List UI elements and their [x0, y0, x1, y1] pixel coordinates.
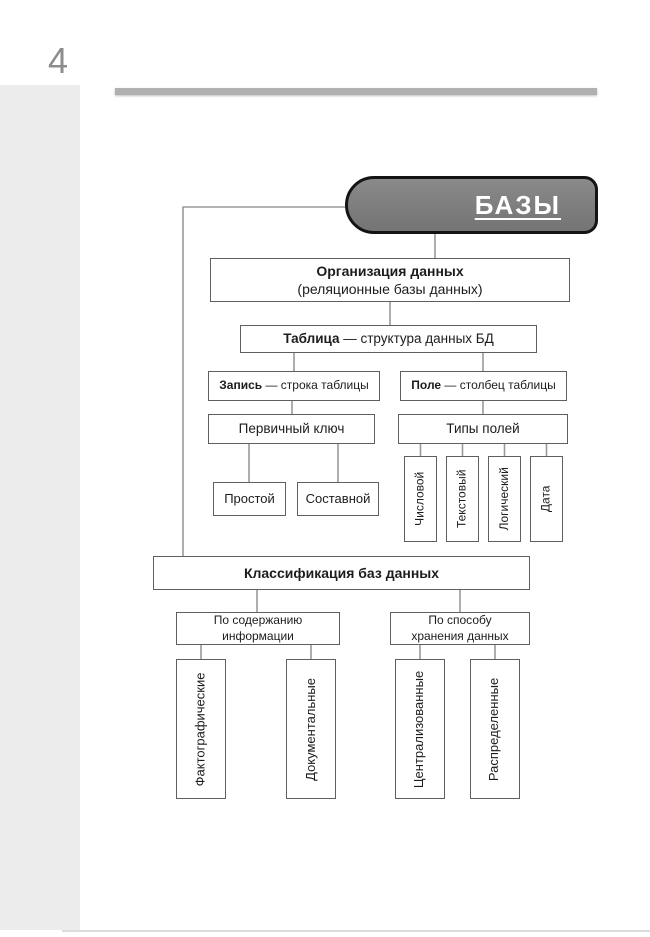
record-box: Запись — строка таблицы — [208, 371, 380, 401]
left-margin-band — [0, 85, 80, 930]
page-number: 4 — [48, 40, 69, 81]
key-type-simple-label: Простой — [224, 490, 275, 506]
field-types-label: Типы полей — [446, 421, 520, 437]
table-term: Таблица — [283, 331, 340, 347]
key-type-composite-box: Составной — [297, 482, 379, 516]
table-box: Таблица — структура данных БД — [240, 325, 537, 353]
organization-line2: (реляционные базы данных) — [297, 281, 483, 297]
record-term: Запись — [219, 378, 263, 393]
record-desc: — строка таблицы — [262, 378, 369, 393]
primary-key-label: Первичный ключ — [238, 421, 345, 437]
content-kind-factographic-box: Фактографические — [176, 659, 226, 799]
top-divider — [115, 88, 597, 95]
by-content-line2: информации — [222, 628, 294, 643]
key-type-simple-box: Простой — [213, 482, 286, 516]
content-kind-documentary-label: Документальные — [302, 677, 318, 781]
by-storage-line1: По способу — [428, 612, 492, 627]
field-type-numeric-box: Числовой — [404, 456, 437, 542]
by-storage-box: По способу хранения данных — [390, 612, 530, 645]
field-types-box: Типы полей — [398, 414, 568, 444]
field-label: Поле — столбец таблицы — [411, 378, 555, 394]
field-type-date-box: Дата — [530, 456, 563, 542]
content-kind-documentary-box: Документальные — [286, 659, 336, 799]
field-type-logical-label: Логический — [496, 467, 511, 531]
field-term: Поле — [411, 378, 442, 393]
content-kind-factographic-label: Фактографические — [192, 672, 208, 786]
classification-box: Классификация баз данных — [153, 556, 530, 590]
field-type-date-label: Дата — [538, 485, 553, 513]
field-type-numeric-label: Числовой — [412, 471, 427, 527]
bottom-divider — [62, 930, 650, 932]
field-desc: — столбец таблицы — [441, 378, 556, 393]
primary-key-box: Первичный ключ — [208, 414, 375, 444]
table-label: Таблица — структура данных БД — [283, 330, 494, 348]
by-content-box: По содержанию информации — [176, 612, 340, 645]
field-type-logical-box: Логический — [488, 456, 521, 542]
organization-line1: Организация данных — [316, 262, 464, 279]
header-title: БАЗЫ — [474, 189, 561, 220]
by-storage-line2: хранения данных — [411, 628, 509, 643]
by-content-line1: По содержанию — [213, 612, 303, 627]
table-desc: — структура данных БД — [339, 331, 494, 347]
storage-kind-centralized-box: Централизованные — [395, 659, 445, 799]
storage-kind-distributed-label: Распределенные — [486, 677, 502, 781]
record-label: Запись — строка таблицы — [219, 378, 368, 394]
storage-kind-distributed-box: Распределенные — [470, 659, 520, 799]
storage-kind-centralized-label: Централизованные — [411, 670, 427, 788]
field-box: Поле — столбец таблицы — [400, 371, 567, 401]
field-type-text-box: Текстовый — [446, 456, 479, 542]
organization-box: Организация данных (реляционные базы дан… — [210, 258, 570, 302]
field-type-text-label: Текстовый — [454, 469, 469, 529]
classification-label: Классификация баз данных — [243, 564, 440, 581]
header-pill: БАЗЫ — [345, 176, 598, 234]
key-type-composite-label: Составной — [305, 490, 371, 506]
